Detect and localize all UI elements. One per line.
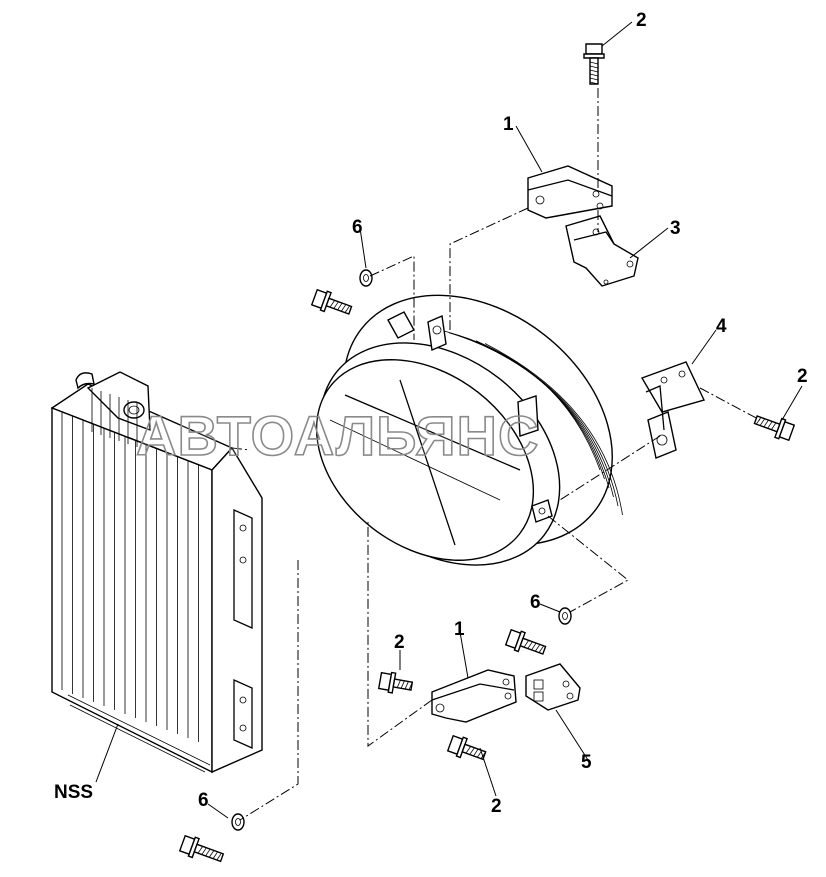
washer-bottom <box>231 813 245 831</box>
lower-bracket <box>431 669 517 723</box>
callout-6-mid: 6 <box>530 592 541 613</box>
callout-nss: NSS <box>54 782 93 803</box>
bolt-bottom <box>178 834 225 863</box>
upper-bracket <box>527 165 613 219</box>
bolt-right <box>753 415 796 442</box>
callout-2-top: 2 <box>636 10 647 31</box>
clamp-plate-5 <box>525 663 581 711</box>
washer-top <box>359 269 373 287</box>
washer-mid <box>558 607 572 625</box>
callout-4: 4 <box>716 316 727 337</box>
bolt-mid <box>504 628 547 655</box>
callout-6-top: 6 <box>352 217 363 238</box>
bolt-bracket-left <box>377 671 414 694</box>
assembly-centerlines <box>231 88 761 821</box>
callout-labels: 2 1 3 6 4 2 6 1 2 5 2 6 NSS <box>54 10 808 817</box>
callout-2-right: 2 <box>797 366 808 387</box>
callout-5: 5 <box>581 752 592 773</box>
side-bracket-4 <box>640 361 705 431</box>
bolt-shroud-top <box>310 288 353 315</box>
bolt-top <box>583 43 605 85</box>
callout-2-bottom: 2 <box>491 796 502 817</box>
callout-2-mid: 2 <box>394 632 405 653</box>
fan-bracket-3 <box>565 215 639 287</box>
callout-6-bottom: 6 <box>198 790 209 811</box>
watermark-text: АВТОАЛЬЯНС <box>136 404 539 467</box>
callout-1-bottom: 1 <box>454 619 465 640</box>
radiator <box>50 371 263 774</box>
callout-3: 3 <box>670 218 681 239</box>
callout-1-top: 1 <box>503 114 514 135</box>
radiator-inlet-pipe <box>75 372 95 390</box>
callout-leaders <box>95 21 803 819</box>
fan-shroud <box>315 294 677 566</box>
bolt-bracket-bottom <box>446 734 487 761</box>
radiator-cap <box>123 401 145 419</box>
